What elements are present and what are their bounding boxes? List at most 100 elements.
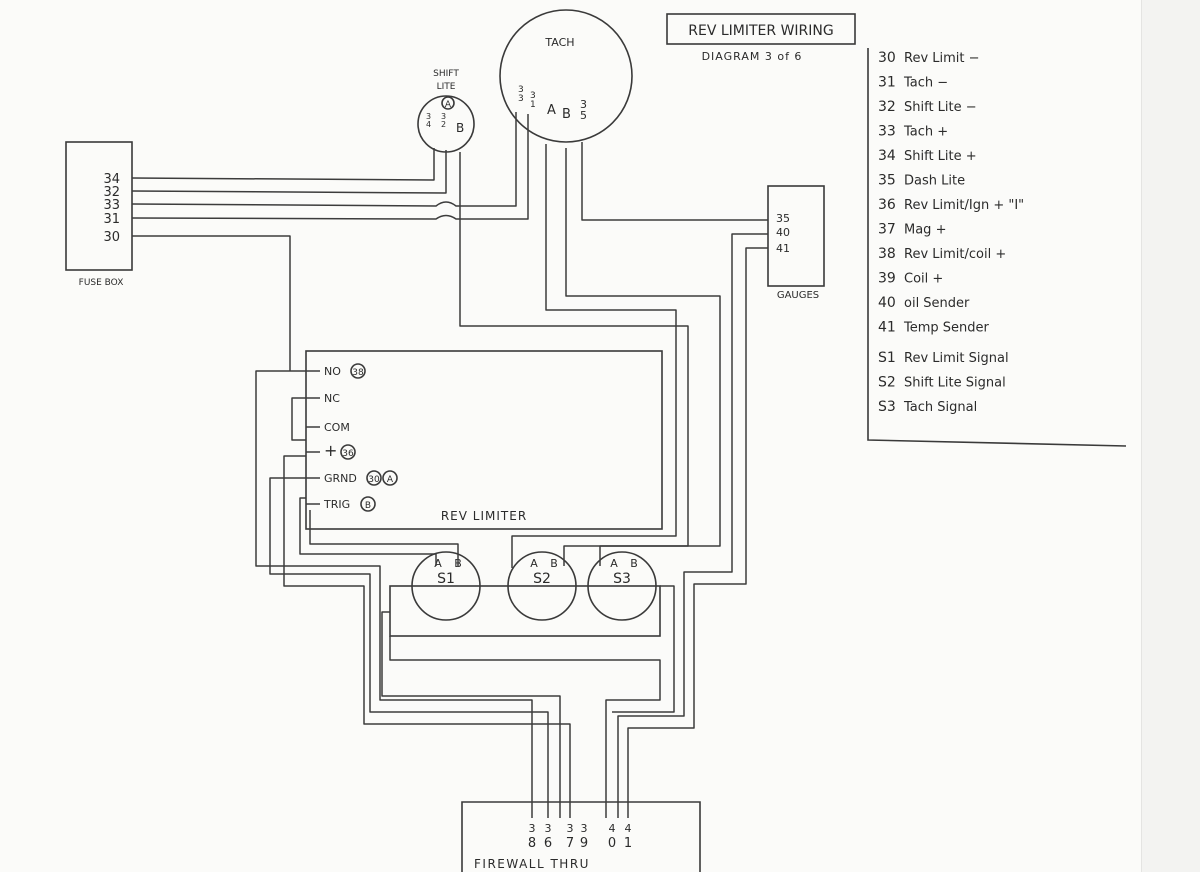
rev-limiter-tag-circle-4 <box>366 470 382 486</box>
firewall-label: FIREWALL THRU <box>474 857 590 871</box>
fuse-pin-34: 34 <box>103 172 120 187</box>
legend-text-6: Rev Limit/Ign + "I" <box>904 198 1024 213</box>
legend-text-9: Coil + <box>904 272 943 287</box>
firewall-pin-0-bottom: 8 <box>528 836 536 851</box>
shift-lite-label-2: LITE <box>437 82 456 92</box>
wire-bracket-bottom <box>389 636 661 818</box>
firewall-pin-3-bottom: 9 <box>580 836 588 851</box>
rev-limiter-tag-0: 38 <box>352 368 364 378</box>
wire-s1-trig <box>299 497 437 566</box>
rev-limiter-terminal-5: TRIG <box>323 498 350 511</box>
connector-s1-pin-a: A <box>434 557 442 570</box>
legend-text-7: Mag + <box>904 223 946 238</box>
tach-pin-b: B <box>562 107 571 122</box>
legend-text-2: Shift Lite − <box>904 100 977 115</box>
rev-limiter-terminal-1: NC <box>324 392 340 405</box>
wire-35-dash-lite <box>581 142 768 221</box>
firewall-box <box>461 801 701 872</box>
wire-nc-com <box>291 397 306 441</box>
wire-30 <box>132 235 291 371</box>
legend-num-13: S2 <box>878 375 896 391</box>
firewall-pin-5-bottom: 1 <box>624 836 632 851</box>
legend-num-9: 39 <box>878 271 896 287</box>
legend-num-12: S1 <box>878 350 896 366</box>
wire-38-coil <box>255 370 533 818</box>
rev-limiter-terminal-3: + <box>324 441 337 460</box>
connector-s3-label: S3 <box>613 571 631 587</box>
gauge-pin-41: 41 <box>776 242 790 255</box>
wire-34 <box>131 148 435 181</box>
legend-num-0: 30 <box>878 50 896 66</box>
legend-num-2: 32 <box>878 99 896 115</box>
wire-37-mag <box>283 455 571 818</box>
gauge-pin-40: 40 <box>776 226 790 239</box>
firewall-pin-3-top: 3 <box>581 822 588 835</box>
rev-limiter-terminal-0: NO <box>324 365 341 378</box>
legend-text-3: Tach + <box>903 125 948 140</box>
title-box <box>666 13 856 45</box>
rev-limiter-tag-5: B <box>365 501 371 511</box>
legend-num-1: 31 <box>878 75 896 91</box>
connector-bracket <box>389 585 661 637</box>
legend-num-4: 34 <box>878 148 896 164</box>
firewall-pin-1-bottom: 6 <box>544 836 552 851</box>
wire-41-temp <box>627 247 768 818</box>
firewall-pin-4-top: 4 <box>609 822 616 835</box>
rev-limiter-tag-circle-3 <box>340 444 356 460</box>
rev-limiter-tag-circle-0 <box>350 363 366 379</box>
legend-num-14: S3 <box>878 399 896 415</box>
firewall-pin-5-top: 4 <box>625 822 632 835</box>
shift-lite-pin-a-circle <box>441 96 455 110</box>
legend-num-3: 33 <box>878 124 896 140</box>
firewall-pin-2-top: 3 <box>567 822 574 835</box>
legend-text-5: Dash Lite <box>904 174 965 189</box>
legend-text-4: Shift Lite + <box>904 149 977 164</box>
wire-tach-a <box>511 144 677 568</box>
legend-text-14: Tach Signal <box>903 400 977 415</box>
firewall-pin-4-bottom: 0 <box>608 836 616 851</box>
shift-lite-label-1: SHIFT <box>433 69 459 79</box>
connector-s2 <box>507 551 577 621</box>
connector-s1-label: S1 <box>437 571 455 587</box>
diagram-subtitle: DIAGRAM 3 of 6 <box>702 50 803 63</box>
legend-text-11: Temp Sender <box>903 321 990 336</box>
rev-limiter-tag-3: 36 <box>342 449 354 459</box>
wire-bracket-right <box>612 585 675 713</box>
diagram-title: REV LIMITER WIRING <box>688 23 833 39</box>
rev-limiter-tag-circle-5 <box>360 496 376 512</box>
wire-shift-signal <box>459 152 689 566</box>
wire-39-coil <box>381 611 561 818</box>
fuse-pin-30: 30 <box>103 230 120 245</box>
rev-limiter-tag2-4: A <box>387 475 394 485</box>
legend-text-12: Rev Limit Signal <box>904 351 1009 366</box>
gauge-pin-35: 35 <box>776 212 790 225</box>
tach-label: TACH <box>544 36 574 49</box>
connector-s2-pin-a: A <box>530 557 538 570</box>
wire-32 <box>131 150 447 194</box>
rev-limiter-tag2-circle-4 <box>382 470 398 486</box>
connector-s3 <box>587 551 657 621</box>
fuse-pin-31: 31 <box>103 212 120 227</box>
gauges-box <box>767 185 825 287</box>
connector-s2-label: S2 <box>533 571 551 587</box>
firewall-pin-0-top: 3 <box>529 822 536 835</box>
connector-s2-pin-b: B <box>550 557 558 570</box>
legend-box <box>867 48 1127 447</box>
wire-tach-b <box>565 148 721 566</box>
rev-limiter-terminal-2: COM <box>324 421 350 434</box>
wire-s1-b <box>309 510 459 566</box>
rev-limiter-terminal-4: GRND <box>324 472 357 485</box>
legend-num-7: 37 <box>878 222 896 238</box>
legend-text-1: Tach − <box>903 76 948 91</box>
